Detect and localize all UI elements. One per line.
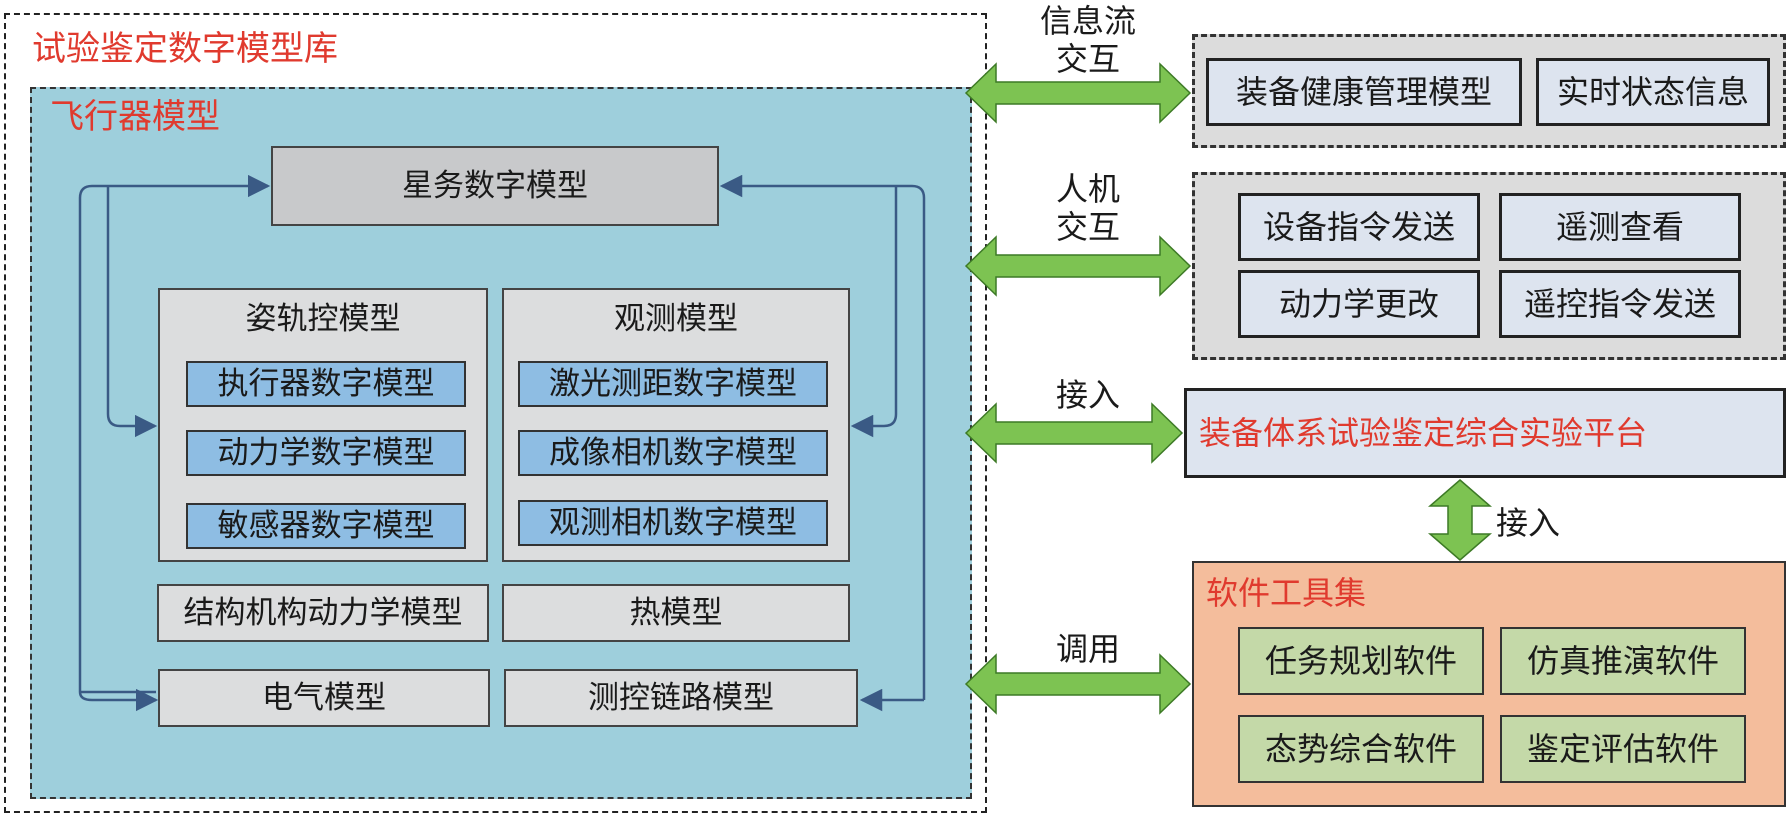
evaluation-software: 鉴定评估软件 [1500, 715, 1746, 783]
star-mission-model: 星务数字模型 [271, 146, 719, 226]
line-right-inner [850, 186, 898, 438]
line-left-inner [106, 186, 158, 438]
info-flow-label: 信息流交互 [1039, 2, 1136, 78]
task-planning-software: 任务规划软件 [1238, 627, 1484, 695]
remote-command-send: 遥控指令发送 [1499, 270, 1741, 338]
test-platform: 装备体系试验鉴定综合实验平台 [1184, 388, 1786, 478]
simulation-software: 仿真推演软件 [1500, 627, 1746, 695]
device-command-send: 设备指令发送 [1238, 193, 1480, 261]
invoke-label: 调用 [1055, 630, 1120, 668]
line-left-outer [78, 174, 271, 692]
realtime-status-info: 实时状态信息 [1536, 58, 1770, 126]
access-vertical-label: 接入 [1496, 504, 1561, 542]
double-arrow-vertical-access [1427, 479, 1493, 561]
sensor-model: 敏感器数字模型 [186, 503, 466, 549]
ttc-link-model: 测控链路模型 [504, 669, 858, 727]
line-right-outer [719, 174, 926, 700]
double-arrow-info-flow [964, 62, 1192, 124]
hmi-label: 人机交互 [1055, 170, 1120, 246]
situation-software: 态势综合软件 [1238, 715, 1484, 783]
imaging-camera-model: 成像相机数字模型 [518, 430, 828, 476]
double-arrow-access [964, 402, 1184, 464]
aircraft-model-title: 飞行器模型 [50, 97, 220, 137]
software-tools-title: 软件工具集 [1206, 574, 1367, 612]
observation-camera-model: 观测相机数字模型 [518, 500, 828, 546]
attitude-control-title: 姿轨控模型 [245, 301, 401, 337]
actuator-model: 执行器数字模型 [186, 361, 466, 407]
electrical-model: 电气模型 [158, 669, 490, 727]
line-left-to-electrical [78, 688, 159, 712]
laser-ranging-model: 激光测距数字模型 [518, 361, 828, 407]
dynamics-change: 动力学更改 [1238, 270, 1480, 338]
double-arrow-invoke [964, 653, 1192, 715]
access-label: 接入 [1055, 376, 1120, 414]
dynamics-model: 动力学数字模型 [186, 430, 466, 476]
observation-title: 观测模型 [614, 301, 738, 337]
double-arrow-hmi [964, 235, 1192, 297]
structure-dynamics-model: 结构机构动力学模型 [157, 584, 489, 642]
telemetry-view: 遥测查看 [1499, 193, 1741, 261]
model-library-title: 试验鉴定数字模型库 [32, 29, 338, 69]
health-management-model: 装备健康管理模型 [1206, 58, 1522, 126]
thermal-model: 热模型 [502, 584, 850, 642]
